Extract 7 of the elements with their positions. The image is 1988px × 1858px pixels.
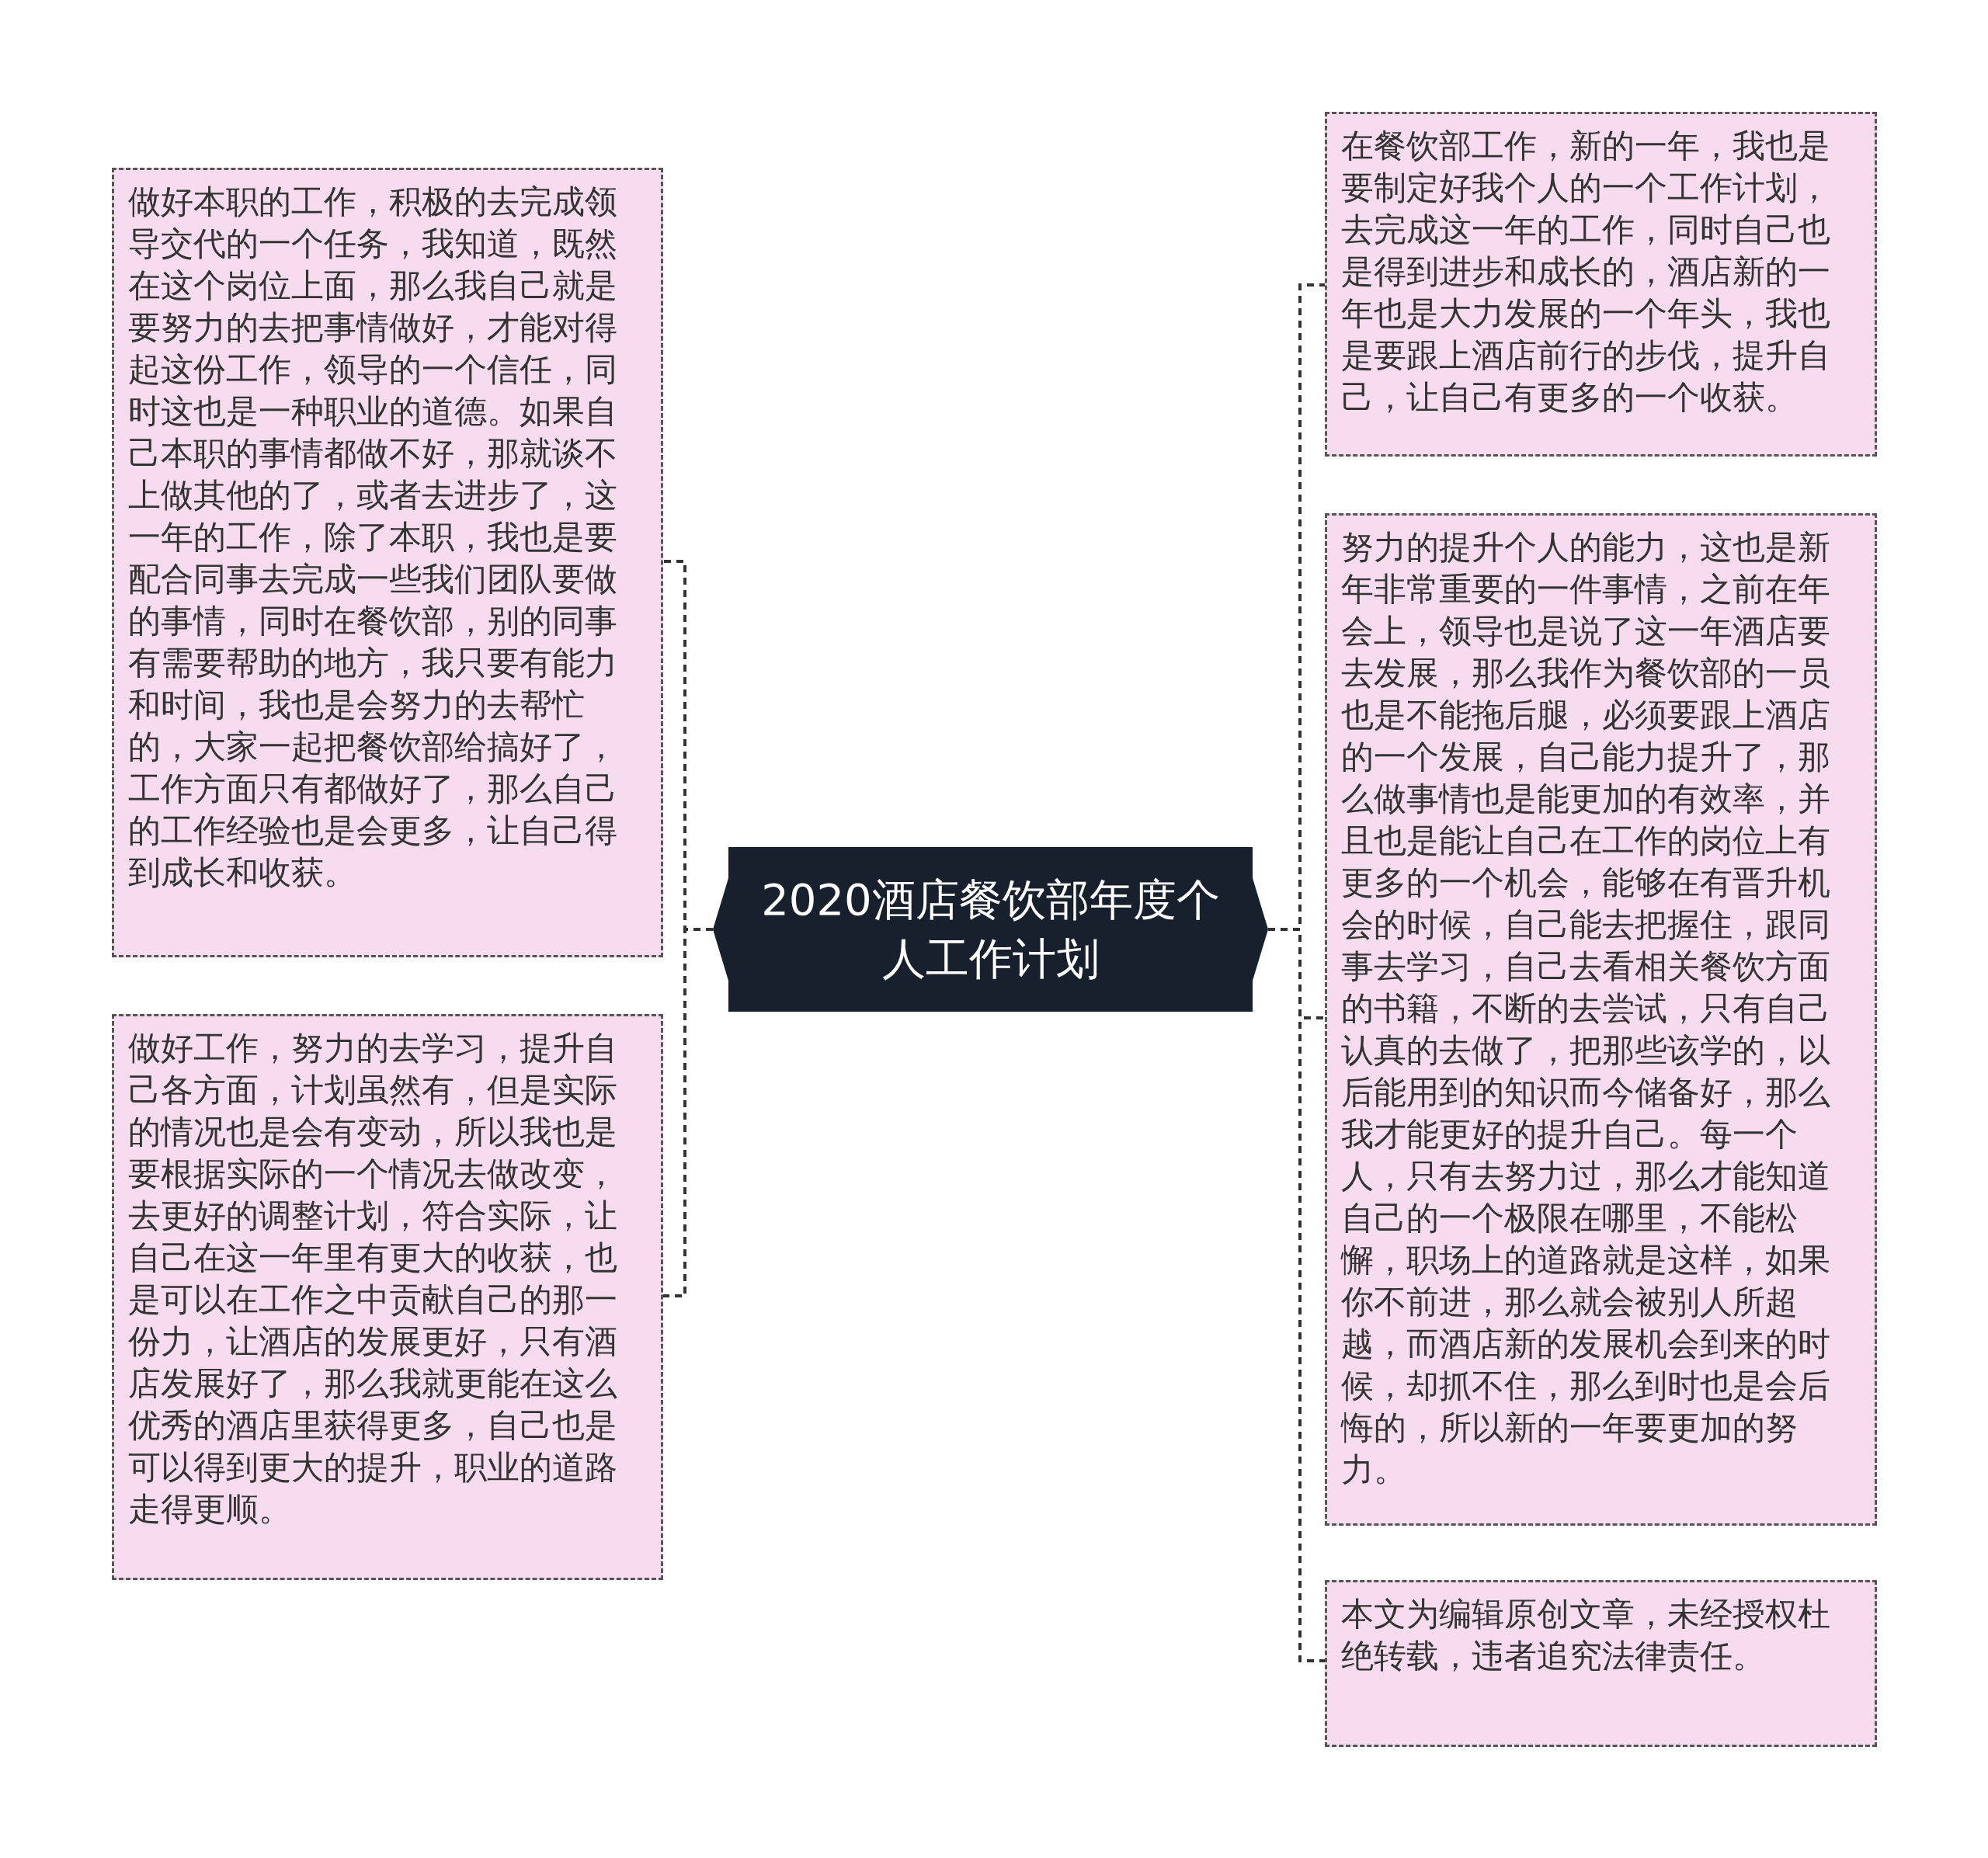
text-box: 在餐饮部工作，新的一年，我也是要制定好我个人的一个工作计划，去完成这一年的工作，同时自己也是得到进步和成长的，酒店新的一年也是大力发展的一个年头，我也是要跟上酒店前行的步伐，提升自己，让自己有更多的一个收获。 (1325, 112, 1877, 457)
text-box: 做好本职的工作，积极的去完成领导交代的一个任务，我知道，既然在这个岗位上面，那么我自己就是要努力的去把事情做好，才能对得起这份工作，领导的一个信任，同时这也是一种职业的道德。如果自己本职的事情都做不好，那就谈不上做其他的了，或者去进步了，这一年的工作，除了本职，我也是要配合同事去完成一些我们团队要做的事情，同时在餐饮部，别的同事有需要帮助的地方，我只要有能力和时间，我也是会努力的去帮忙的，大家一起把餐饮部给搞好了，工作方面只有都做好了，那么自己的工作经验也是会更多，让自己得到成长和收获。 (112, 168, 663, 957)
text-box: 努力的提升个人的能力，这也是新年非常重要的一件事情，之前在年会上，领导也是说了这一年酒店要去发展，那么我作为餐饮部的一员也是不能拖后腿，必须要跟上酒店的一个发展，自己能力提升了，那么做事情也是能更加的有效率，并且也是能让自己在工作的岗位上有更多的一个机会，能够在有晋升机会的时候，自己能去把握住，跟同事去学习，自己去看相关餐饮方面的书籍，不断的去尝试，只有自己认真的去做了，把那些该学的，以后能用到的知识而今储备好，那么我才能更好的提升自己。每一个人，只有去努力过，那么才能知道自己的一个极限在哪里，不能松懈，职场上的道路就是这样，如果你不前进，那么就会被别人所超越，而酒店新的发展机会到来的时候，却抓不住，那么到时也是会后悔的，所以新的一年要更加的努力。 (1325, 513, 1877, 1526)
text-box: 做好工作，努力的去学习，提升自己各方面，计划虽然有，但是实际的情况也是会有变动，所以我也是要根据实际的一个情况去做改变，去更好的调整计划，符合实际，让自己在这一年里有更大的收获，也是可以在工作之中贡献自己的那一份力，让酒店的发展更好，只有酒店发展好了，那么我就更能在这么优秀的酒店里获得更多，自己也是可以得到更大的提升，职业的道路走得更顺。 (112, 1014, 663, 1580)
text-box: 本文为编辑原创文章，未经授权杜绝转载，违者追究法律责任。 (1325, 1580, 1877, 1747)
topic-box: 2020酒店餐饮部年度个人工作计划 (713, 847, 1268, 1012)
connector-line (663, 928, 713, 1297)
